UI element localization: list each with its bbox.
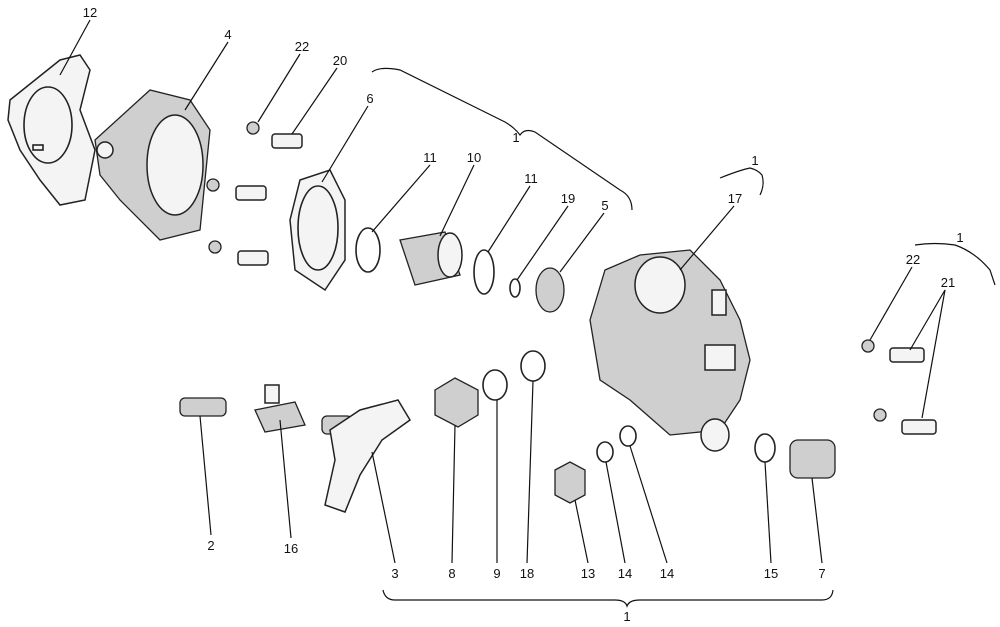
callout-11: 11	[423, 150, 437, 165]
seal-15	[754, 433, 776, 463]
nuts-bolts-right	[861, 339, 937, 435]
callout-2: 2	[207, 538, 214, 553]
callout-9: 9	[493, 566, 500, 581]
nut-8	[434, 377, 479, 428]
seal-14b	[619, 425, 637, 447]
callout-10: 10	[467, 150, 481, 165]
callout-1-bearing-group: 1	[512, 130, 519, 145]
callout-8: 8	[448, 566, 455, 581]
callout-1-bottom-group: 1	[623, 609, 630, 624]
callout-22: 22	[295, 39, 309, 54]
fittings-bottom-row	[179, 350, 836, 513]
callout-19: 19	[561, 191, 575, 206]
callout-20: 20	[333, 53, 347, 68]
bearing-set	[355, 227, 565, 313]
callout-18: 18	[520, 566, 534, 581]
callout-16: 16	[284, 541, 298, 556]
gear-5	[535, 267, 565, 313]
callout-14b: 14	[660, 566, 674, 581]
callout-7: 7	[818, 566, 825, 581]
tee-16	[254, 401, 306, 433]
seal-14a	[596, 441, 614, 463]
nuts-bolts-left	[206, 121, 303, 266]
plug-13	[554, 461, 586, 504]
callout-22b: 22	[906, 252, 920, 267]
ring-19	[509, 278, 521, 298]
seal-9	[482, 369, 508, 401]
gasket-part-12	[7, 54, 96, 206]
callout-17: 17	[728, 191, 742, 206]
callout-1-pump: 1	[751, 153, 758, 168]
plug-7	[789, 439, 836, 479]
fitting-2	[179, 397, 227, 417]
hose-3	[324, 399, 411, 513]
callout-6: 6	[366, 91, 373, 106]
callout-4: 4	[224, 27, 231, 42]
callout-21: 21	[941, 275, 955, 290]
group-brackets	[371, 67, 996, 608]
gasket-part-6	[289, 169, 346, 292]
callout-15: 15	[764, 566, 778, 581]
flange-housing-part-4	[94, 89, 211, 241]
snap-ring-11	[355, 227, 381, 273]
snap-ring-11b	[473, 249, 495, 295]
callout-14: 14	[618, 566, 632, 581]
callout-labels: 12 4 22 20 6 1 11 10 11 19 5 1 17 1 22 2…	[83, 5, 964, 624]
callout-12: 12	[83, 5, 97, 20]
seal-18	[520, 350, 546, 382]
callout-13: 13	[581, 566, 595, 581]
callout-5: 5	[601, 198, 608, 213]
callout-1-bolts: 1	[956, 230, 963, 245]
callout-11b: 11	[524, 171, 538, 186]
leader-lines	[59, 19, 946, 564]
high-pressure-pump-part-17	[589, 249, 751, 452]
callout-3: 3	[391, 566, 398, 581]
